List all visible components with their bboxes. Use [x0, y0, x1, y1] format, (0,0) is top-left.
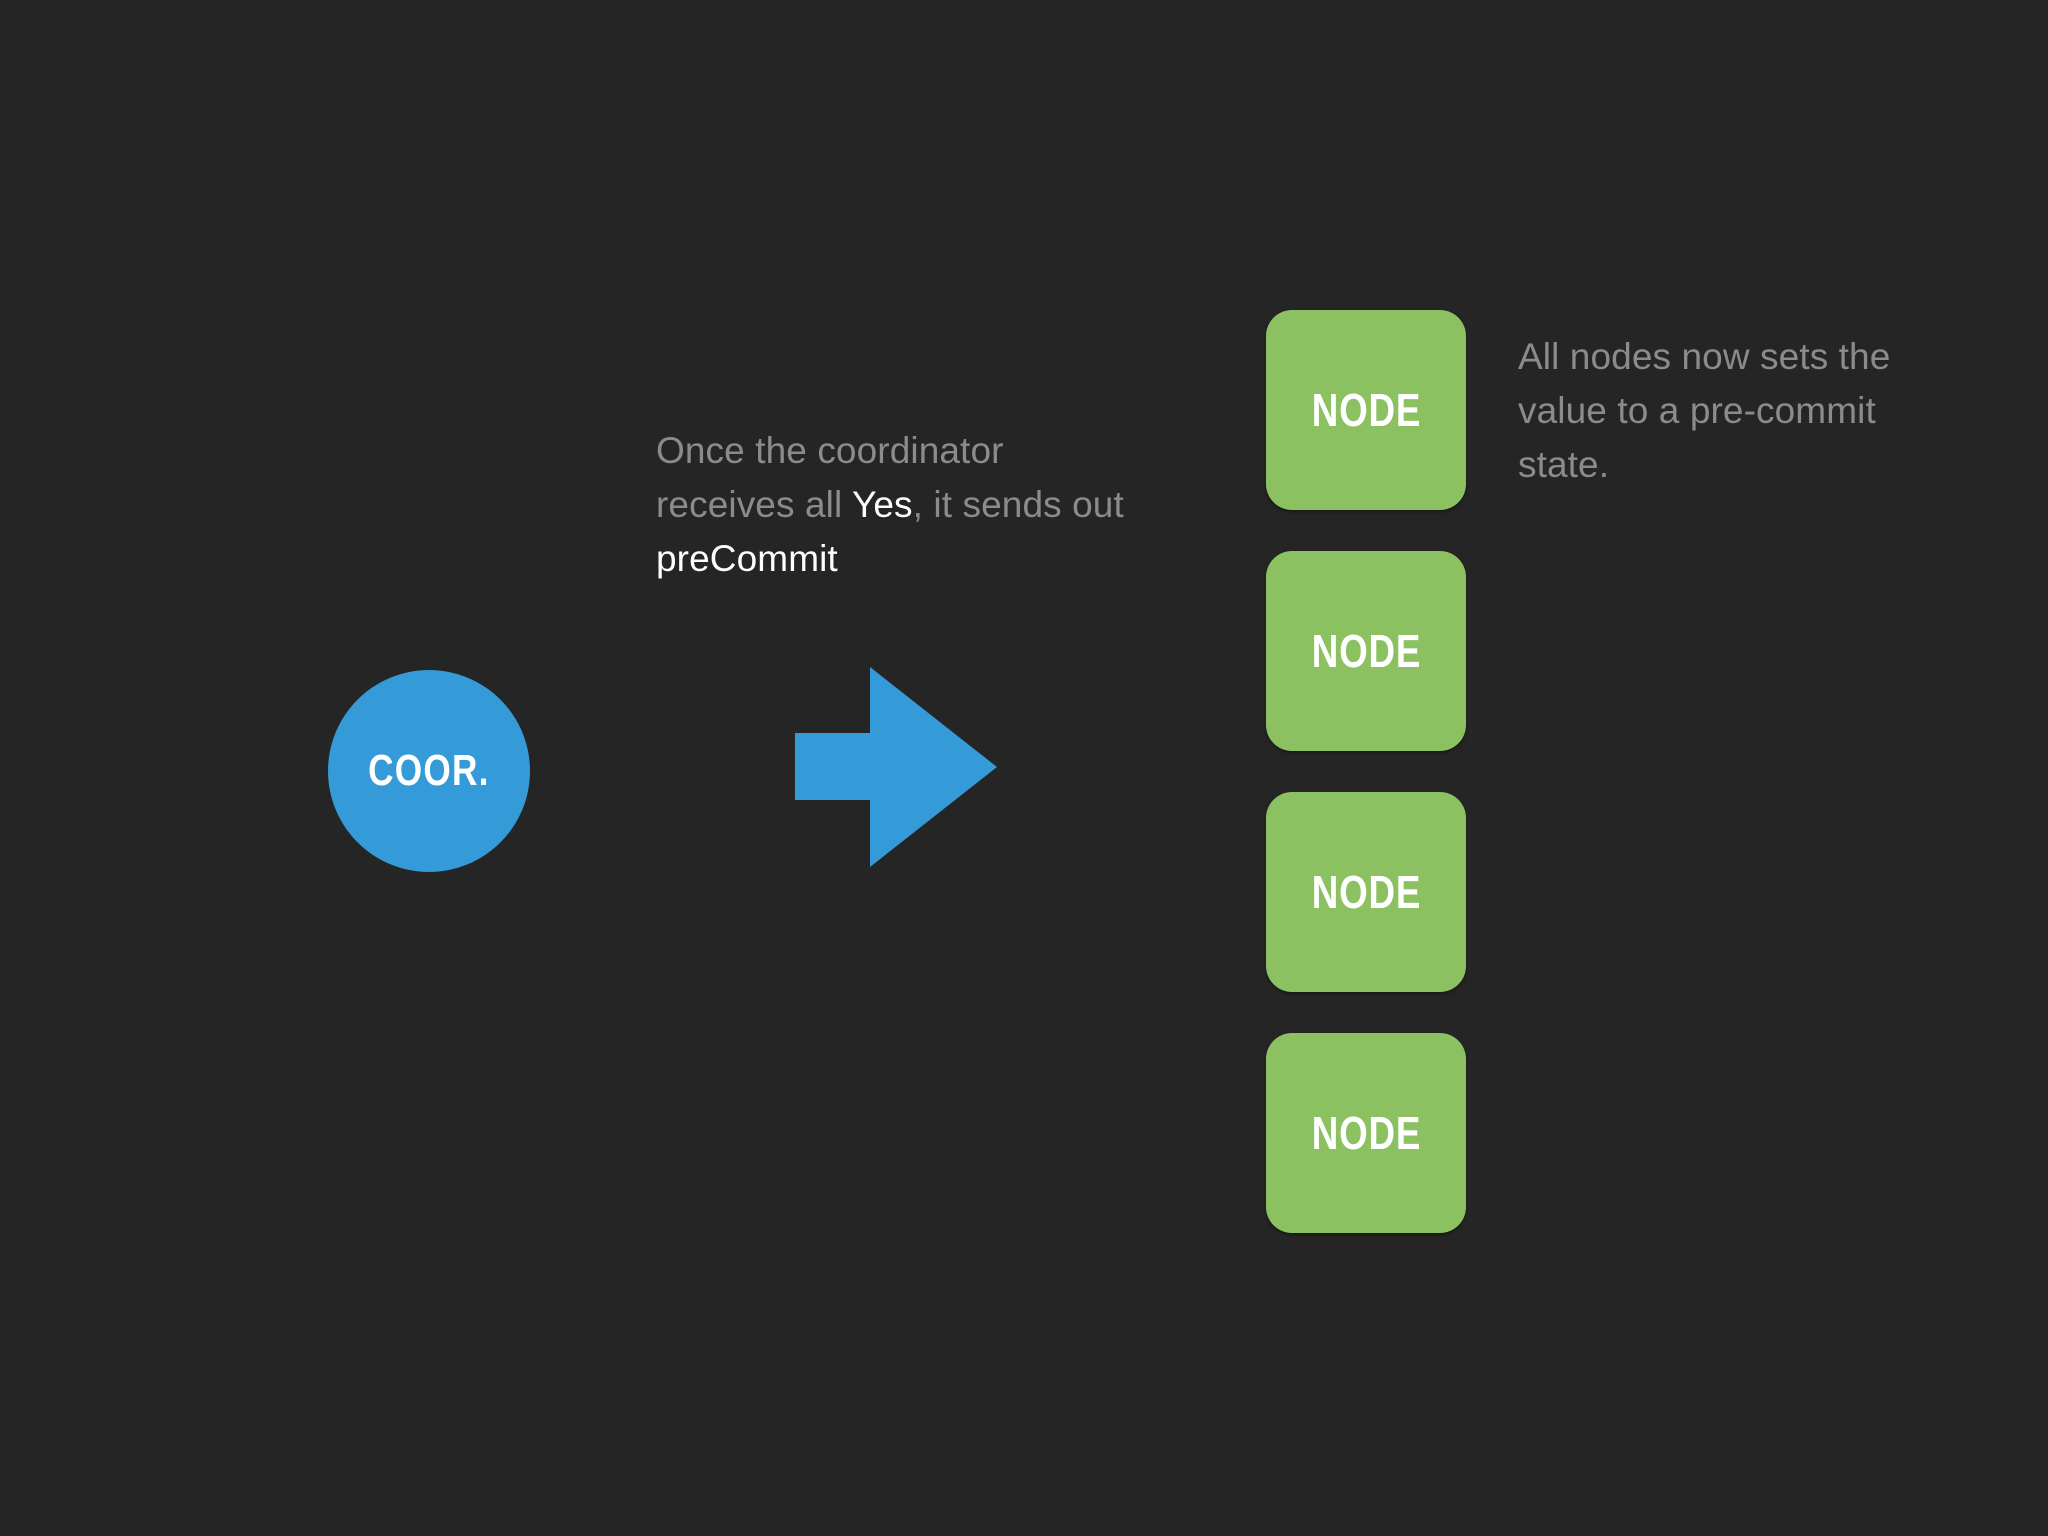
- node-column: NODE NODE NODE NODE: [1266, 310, 1466, 1233]
- caption-right-segment-0: All nodes now sets the value to a pre-co…: [1518, 336, 1891, 485]
- caption-left-segment-1: Yes: [851, 484, 913, 525]
- caption-left-segment-2: , it sends out: [912, 484, 1124, 525]
- node-label: NODE: [1311, 866, 1421, 918]
- node-label: NODE: [1311, 384, 1421, 436]
- arrow-right-icon: [793, 663, 999, 871]
- coordinator-circle: COOR.: [328, 670, 530, 872]
- caption-left-segment-3: preCommit: [656, 538, 838, 579]
- caption-left-segment-0: Once the coordinator receives all: [656, 430, 1004, 525]
- caption-left: Once the coordinator receives all Yes, i…: [656, 424, 1126, 586]
- node-box: NODE: [1266, 310, 1466, 510]
- caption-right: All nodes now sets the value to a pre-co…: [1518, 330, 1958, 492]
- node-box: NODE: [1266, 1033, 1466, 1233]
- coordinator-label: COOR.: [368, 746, 490, 795]
- node-box: NODE: [1266, 551, 1466, 751]
- node-label: NODE: [1311, 1107, 1421, 1159]
- node-label: NODE: [1311, 625, 1421, 677]
- node-box: NODE: [1266, 792, 1466, 992]
